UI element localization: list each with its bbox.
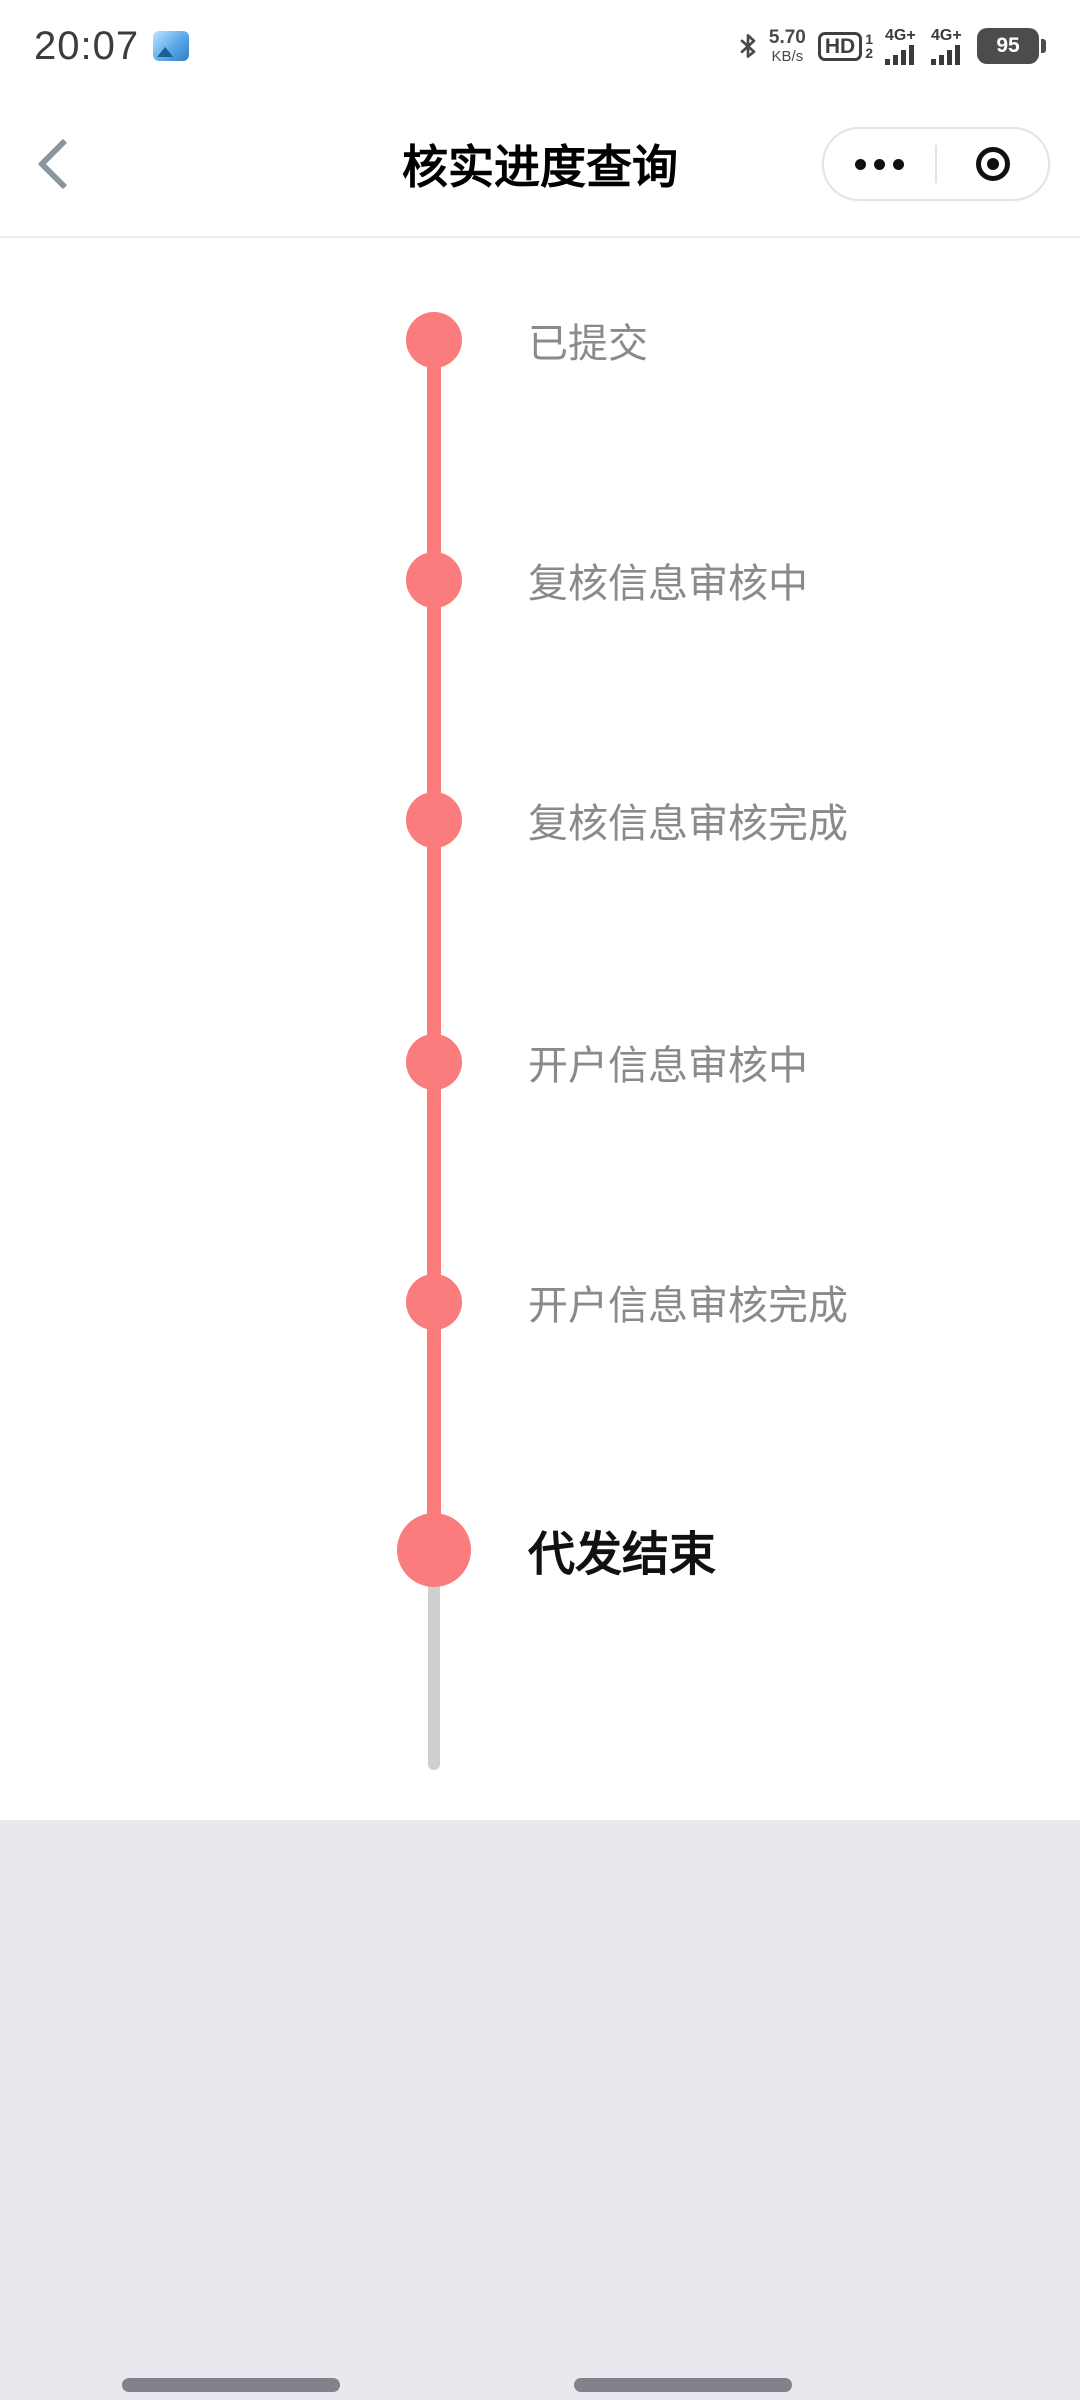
bluetooth-icon xyxy=(739,32,757,60)
progress-timeline: 已提交 复核信息审核中 复核信息审核完成 开户信息审核中 开户信息审核完成 代发… xyxy=(0,238,1080,1820)
network-speed: 5.70 KB/s xyxy=(768,27,806,65)
footer-panel xyxy=(0,1820,1080,2400)
back-button[interactable] xyxy=(28,129,98,199)
status-right: 5.70 KB/s HD 1 2 4G+ 4G+ xyxy=(739,27,1046,65)
step-label: 开户信息审核完成 xyxy=(528,1284,848,1328)
step-dot xyxy=(406,552,462,608)
ellipsis-icon xyxy=(855,158,904,170)
miniprogram-capsule xyxy=(822,127,1050,201)
timeline-line-active xyxy=(427,340,441,1550)
more-menu-button[interactable] xyxy=(824,129,935,199)
step-dot-current xyxy=(397,1513,471,1587)
battery-icon: 95 xyxy=(977,28,1046,64)
step-dot xyxy=(406,312,462,368)
step-label: 复核信息审核中 xyxy=(528,562,808,606)
step-dot xyxy=(406,1274,462,1330)
header-divider xyxy=(0,236,1080,238)
nav-bar: 核实进度查询 xyxy=(0,92,1080,236)
status-left: 20:07 xyxy=(34,23,190,69)
step-dot xyxy=(406,792,462,848)
back-chevron-icon xyxy=(37,138,89,190)
step-dot xyxy=(406,1034,462,1090)
timeline-line-inactive xyxy=(428,1550,440,1770)
clock: 20:07 xyxy=(34,23,140,68)
footer-bar-right xyxy=(574,2378,792,2392)
step-label: 已提交 xyxy=(528,322,648,366)
hd-volte-icon: HD 1 2 xyxy=(817,31,873,61)
notification-app-icon xyxy=(153,31,190,61)
step-label-current: 代发结束 xyxy=(528,1527,716,1581)
page-title: 核实进度查询 xyxy=(402,141,678,193)
signal-sim2-icon: 4G+ xyxy=(931,27,965,65)
step-label: 开户信息审核中 xyxy=(528,1044,808,1088)
footer-bar-left xyxy=(122,2378,340,2392)
target-circle-icon xyxy=(975,147,1010,181)
signal-sim1-icon: 4G+ xyxy=(885,27,919,65)
step-label: 复核信息审核完成 xyxy=(528,802,848,846)
status-bar: 20:07 5.70 KB/s HD 1 2 4G+ xyxy=(0,0,1080,92)
capsule-divider xyxy=(935,145,937,183)
close-home-button[interactable] xyxy=(937,129,1048,199)
